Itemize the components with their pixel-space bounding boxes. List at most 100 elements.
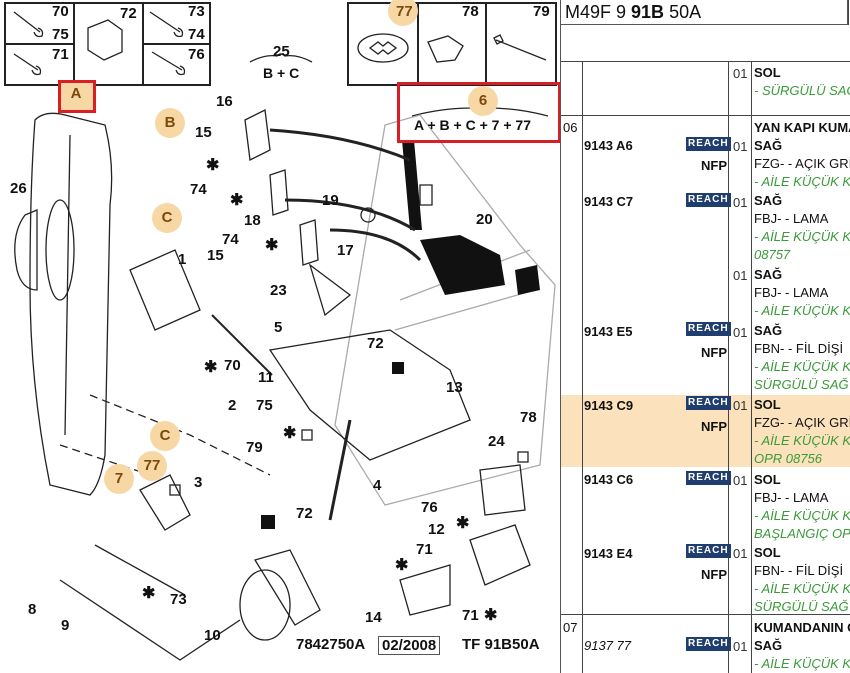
part-label: 10 [204,627,221,644]
part-label: 12 [428,521,445,538]
table-row[interactable]: SAĞ FBJ- - LAMA - AİLE KÜÇÜK K [754,267,850,318]
hw-label-77: 77 [396,3,413,20]
hw-label-79: 79 [533,3,550,20]
svg-text:✱: ✱ [206,157,219,174]
nfp-label: NFP [701,419,727,434]
table-row[interactable]: SOL FBJ- - LAMA - AİLE KÜÇÜK K BAŞLANGIÇ… [754,472,850,541]
svg-text:✱: ✱ [395,557,408,574]
callout-label-C-bottom: C [159,427,171,444]
part-label: 76 [421,499,438,516]
reach-badge: REACH [686,193,731,207]
reach-badge: REACH [686,322,731,336]
drawing-number: 7842750A [296,636,366,653]
callout-A [58,80,96,113]
part-label: 14 [365,609,382,626]
hw-label-75: 75 [52,26,69,43]
callout-bubble-77 [137,451,167,481]
reach-badge: REACH [686,471,731,485]
svg-text:✱: ✱ [456,515,469,532]
part-label: 70 [224,357,241,374]
reach-badge: REACH [686,396,731,410]
part-label: 74 [222,231,239,248]
group-number: 06 [563,120,578,135]
group-25-number: 25 [273,43,290,60]
group-6-formula: A + B + C + 7 + 77 [414,117,531,133]
reach-badge: REACH [686,544,731,558]
part-reference[interactable]: 9143 C7 [584,194,634,209]
callout-bubble-6 [468,86,498,116]
table-row[interactable]: SOL - SÜRGÜLÜ SAĞ [754,65,850,98]
part-label: 79 [246,439,263,456]
callout-bubble-C-top [152,203,182,233]
part-label: 72 [367,335,384,352]
part-label: 4 [373,477,382,494]
part-label: 73 [170,591,187,608]
part-label: 15 [207,247,224,264]
part-reference[interactable]: 9143 A6 [584,138,633,153]
part-reference[interactable]: 9137 77 [584,638,631,653]
group-number: 07 [563,620,578,635]
part-label: 11 [258,369,274,386]
callout-label-C-top: C [161,209,173,226]
part-reference[interactable]: 9143 C6 [584,472,634,487]
part-label: 24 [488,433,505,450]
nfp-label: NFP [701,567,727,582]
part-label: 19 [322,192,339,209]
part-label: 17 [337,242,354,259]
part-label: 75 [256,397,273,414]
part-label: 8 [28,601,37,618]
table-row[interactable]: YAN KAPI KUMA SAĞ FZG- - AÇIK GRİ - AİLE… [754,120,850,189]
table-row[interactable]: SOL FZG- - AÇIK GRİ - AİLE KÜÇÜK K OPR 0… [754,397,850,466]
part-label: 18 [244,212,261,229]
callout-label-7: 7 [114,470,124,487]
part-label: 9 [61,617,70,634]
part-label: 3 [194,474,203,491]
table-row[interactable]: SAĞ FBJ- - LAMA - AİLE KÜÇÜK K 08757 [754,193,850,262]
callout-label-A: A [70,85,82,102]
part-label: 16 [216,93,233,110]
parts-table-header: M49F 9 91B 50A [561,0,848,25]
part-label: 78 [520,409,537,426]
part-label: 71 [462,607,479,624]
parts-table: M49F 9 91B 50A 01 SOL - SÜRGÜLÜ SAĞ 06 9… [560,0,850,673]
part-label: 23 [270,282,287,299]
part-label: 1 [178,251,187,268]
reach-badge: REACH [686,637,731,651]
callout-bubble-77-top [388,0,418,26]
diagram-drawing: ✱✱ ✱✱ ✱✱ ✱✱✱ [4,2,557,661]
hw-label-71: 71 [52,46,69,63]
part-label: 71 [416,541,433,558]
group-25-formula: B + C [263,65,300,81]
callout-label-B: B [164,114,176,131]
table-row[interactable]: KUMANDANIN G SAĞ - AİLE KÜÇÜK K [754,620,850,671]
svg-text:✱: ✱ [230,192,243,209]
callout-bubble-B [155,108,185,138]
svg-text:✱: ✱ [283,425,296,442]
drawing-date: 02/2008 [378,636,441,655]
callout-bubble-C-bottom [150,421,180,451]
svg-text:✱: ✱ [204,359,217,376]
svg-text:✱: ✱ [265,237,278,254]
callout-bubble-7 [104,464,134,494]
drawing-reference: TF 91B50A [462,636,540,653]
part-label: 74 [190,181,207,198]
part-label: 2 [228,397,237,414]
group-6-callout [397,82,561,143]
part-reference[interactable]: 9143 E5 [584,324,633,339]
nfp-label: NFP [701,158,727,173]
hw-label-74: 74 [188,26,205,43]
callout-label-77: 77 [143,457,161,474]
svg-text:✱: ✱ [142,585,155,602]
hw-label-78: 78 [462,3,479,20]
group-6-number: 6 [478,92,488,109]
part-reference[interactable]: 9143 C9 [584,398,634,413]
exploded-parts-diagram: ✱✱ ✱✱ ✱✱ ✱✱✱ 70 75 71 72 73 74 76 77 78 … [4,0,561,661]
table-row[interactable]: SAĞ FBN- - FİL DİŞİ - AİLE KÜÇÜK K SÜRGÜ… [754,323,850,392]
nfp-label: NFP [701,345,727,360]
hw-label-72: 72 [120,5,137,22]
hw-label-73: 73 [188,3,205,20]
part-reference[interactable]: 9143 E4 [584,546,633,561]
part-label: 5 [274,319,283,336]
hw-label-70: 70 [52,3,69,20]
table-row[interactable]: SOL FBN- - FİL DİŞİ - AİLE KÜÇÜK K SÜRGÜ… [754,545,850,614]
